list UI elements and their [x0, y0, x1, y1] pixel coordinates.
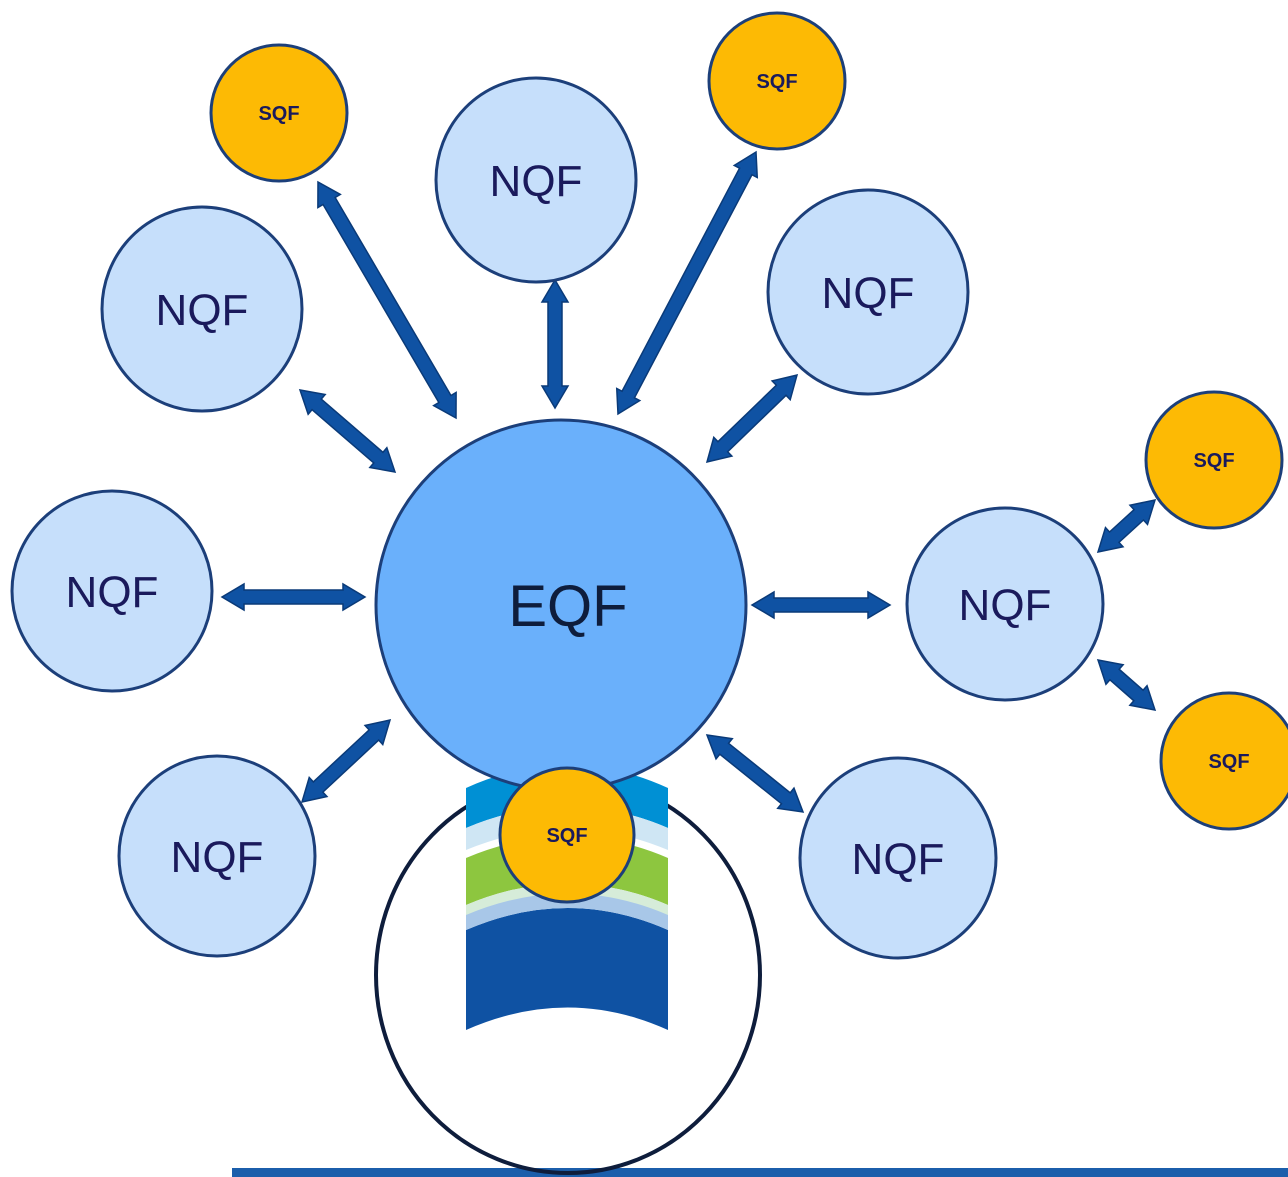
arrow-eqf-nqf-left-icon [220, 582, 367, 612]
nqf-node-upper-right: NQF [766, 188, 970, 396]
arrow-nqf-right-sqf-upper-icon [1096, 499, 1157, 553]
sqf-node-bottom-logo: SQF [498, 766, 636, 904]
nqf-lower-right-label: NQF [852, 835, 945, 884]
nqf-left-circle [10, 489, 214, 693]
sqf-right-upper-circle [1144, 390, 1284, 530]
nqf-right-label: NQF [959, 581, 1052, 630]
arrow-eqf-sqf-top-left-icon [317, 180, 457, 420]
nqf-upper-left-circle [100, 205, 304, 413]
nqf-right-circle [905, 506, 1105, 702]
sqf-node-top-right: SQF [707, 11, 847, 151]
nqf-upper-right-circle [766, 188, 970, 396]
arrow-eqf-nqf-upper-right-icon [705, 373, 799, 464]
logo-stripe-mid-light [466, 883, 668, 922]
arrow-eqf-nqf-upper-left-icon [298, 389, 397, 473]
nqf-upper-left-label: NQF [156, 286, 249, 335]
nqf-node-top: NQF [434, 76, 638, 284]
nqf-top-label: NQF [490, 157, 583, 206]
nqf-lower-left-circle [117, 754, 317, 958]
nqf-node-lower-right: NQF [798, 756, 998, 960]
eqf-node: EQF [374, 418, 748, 792]
eqf-label: EQF [508, 574, 627, 639]
logo-stripe-bottom [466, 908, 668, 1030]
nqf-left-label: NQF [66, 568, 159, 617]
logo-stripe-bottom-light [466, 893, 668, 930]
nqf-node-right: NQF [905, 506, 1105, 702]
nqf-lower-right-circle [798, 756, 998, 960]
arrow-eqf-nqf-lower-right-icon [705, 734, 805, 813]
sqf-node-top-left: SQF [209, 43, 349, 183]
arrow-eqf-nqf-lower-left-icon [300, 718, 392, 804]
sqf-right-lower-circle [1159, 691, 1288, 831]
sqf-top-right-label: SQF [756, 71, 797, 93]
nqf-top-circle [434, 76, 638, 284]
sqf-top-right-circle [707, 11, 847, 151]
arrow-eqf-nqf-right-icon [750, 590, 892, 620]
arrow-eqf-sqf-top-right-icon [615, 150, 759, 416]
nqf-lower-left-label: NQF [171, 833, 264, 882]
sqf-bottom-logo-label: SQF [546, 825, 587, 847]
bottom-band [232, 1168, 1288, 1177]
sqf-node-right-upper: SQF [1144, 390, 1284, 530]
nqf-node-upper-left: NQF [100, 205, 304, 413]
arrow-group [220, 150, 1157, 813]
nqf-node-left: NQF [10, 489, 214, 693]
sqf-bottom-logo-circle [498, 766, 636, 904]
sqf-top-left-circle [209, 43, 349, 183]
sqf-right-lower-label: SQF [1208, 751, 1249, 773]
arrow-eqf-nqf-top-icon [540, 278, 570, 410]
sqf-right-upper-label: SQF [1193, 450, 1234, 472]
nqf-node-lower-left: NQF [117, 754, 317, 958]
sqf-node-right-lower: SQF [1159, 691, 1288, 831]
nqf-upper-right-label: NQF [822, 269, 915, 318]
sqf-top-left-label: SQF [258, 103, 299, 125]
arrow-nqf-right-sqf-lower-icon [1096, 659, 1157, 711]
